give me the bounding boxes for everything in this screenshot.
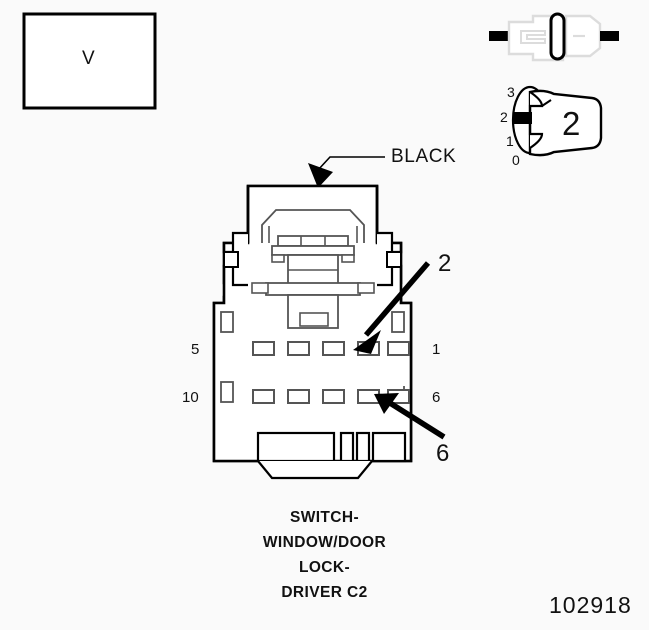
terminal-position-icon — [511, 85, 603, 157]
latch-right-foot — [341, 254, 355, 263]
latch-shroud — [261, 209, 365, 243]
dial-scale-label-1: 1 — [506, 133, 514, 149]
right-wire-stub-icon — [600, 31, 619, 41]
view-orientation-box — [22, 12, 157, 110]
callout-arrow-6-shaft — [388, 400, 446, 440]
pin-label-top-left: 5 — [191, 341, 200, 358]
key-slot-wide-left — [256, 431, 336, 463]
callout-arrow-2-shaft — [363, 261, 431, 337]
cavity-5 — [252, 341, 275, 356]
cavity-3 — [322, 341, 345, 356]
pin-label-top-right: 1 — [432, 341, 441, 358]
cavity-4 — [287, 341, 310, 356]
terminal-body-icon — [528, 89, 603, 157]
key-chamfer — [257, 460, 373, 480]
wire-color-label: BLACK — [391, 146, 457, 167]
selected-position-marker — [514, 112, 532, 124]
connector-housing — [212, 184, 413, 480]
cavity-8 — [322, 389, 345, 404]
caption-line-3: LOCK- — [298, 559, 351, 576]
left-upper-notch — [220, 311, 234, 333]
latch-lower-notch — [299, 312, 329, 327]
right-tab-ear — [386, 251, 402, 268]
key-slot-narrow-1 — [339, 431, 355, 463]
callout-arrow-6-head — [374, 393, 399, 414]
latch-top-bar — [277, 235, 349, 247]
left-lower-notch — [220, 381, 234, 403]
key-slot-wide-right — [371, 431, 407, 463]
cavity-10 — [252, 389, 275, 404]
callout-arrow-6 — [374, 393, 446, 440]
wire-color-arrowhead — [308, 163, 333, 188]
callout-arrow-2 — [353, 261, 431, 354]
pin-label-bottom-left: 10 — [182, 389, 199, 406]
left-tab-ear — [223, 251, 239, 268]
callout-label-6: 6 — [436, 440, 450, 467]
right-upper-notch — [391, 311, 405, 333]
figure-number: 102918 — [549, 592, 632, 618]
female-terminal-detail-icon — [520, 30, 546, 44]
bottom-keying-feature — [256, 431, 407, 480]
callout-label-2: 2 — [438, 250, 452, 277]
latch-cross-right-end — [357, 282, 375, 294]
latch-left-foot — [271, 254, 285, 263]
cavity-row-bottom — [252, 389, 410, 404]
mating-interface-highlight-icon — [549, 12, 566, 61]
terminal-notch-edge-icon — [541, 99, 552, 107]
cavity-9 — [287, 389, 310, 404]
dial-scale-label-2: 2 — [500, 109, 508, 125]
latch-second-bar — [271, 245, 355, 256]
callout-arrow-2-head — [353, 330, 381, 354]
dial-scale-label-3: 3 — [507, 84, 515, 100]
left-wire-stub-icon — [489, 31, 508, 41]
key-slot-narrow-2 — [355, 431, 371, 463]
latch-cross-left-end — [251, 282, 269, 294]
caption-line-4: DRIVER C2 — [281, 584, 368, 601]
latch-cross-bar — [265, 282, 361, 296]
dial-scale-label-0: 0 — [512, 152, 520, 168]
dial-face-label: 2 — [562, 105, 581, 142]
latch-mechanism — [251, 209, 375, 329]
wire-color-leader-line — [317, 156, 385, 171]
caption-line-1: SWITCH- — [289, 509, 360, 526]
view-orientation-label: V — [82, 48, 96, 69]
mated-connector-icon — [489, 12, 619, 62]
caption-line-2: WINDOW/DOOR — [262, 534, 387, 551]
cavity-1 — [387, 341, 410, 356]
pin-label-bottom-right: 6 — [432, 389, 441, 406]
wire-color-leader — [308, 156, 385, 188]
